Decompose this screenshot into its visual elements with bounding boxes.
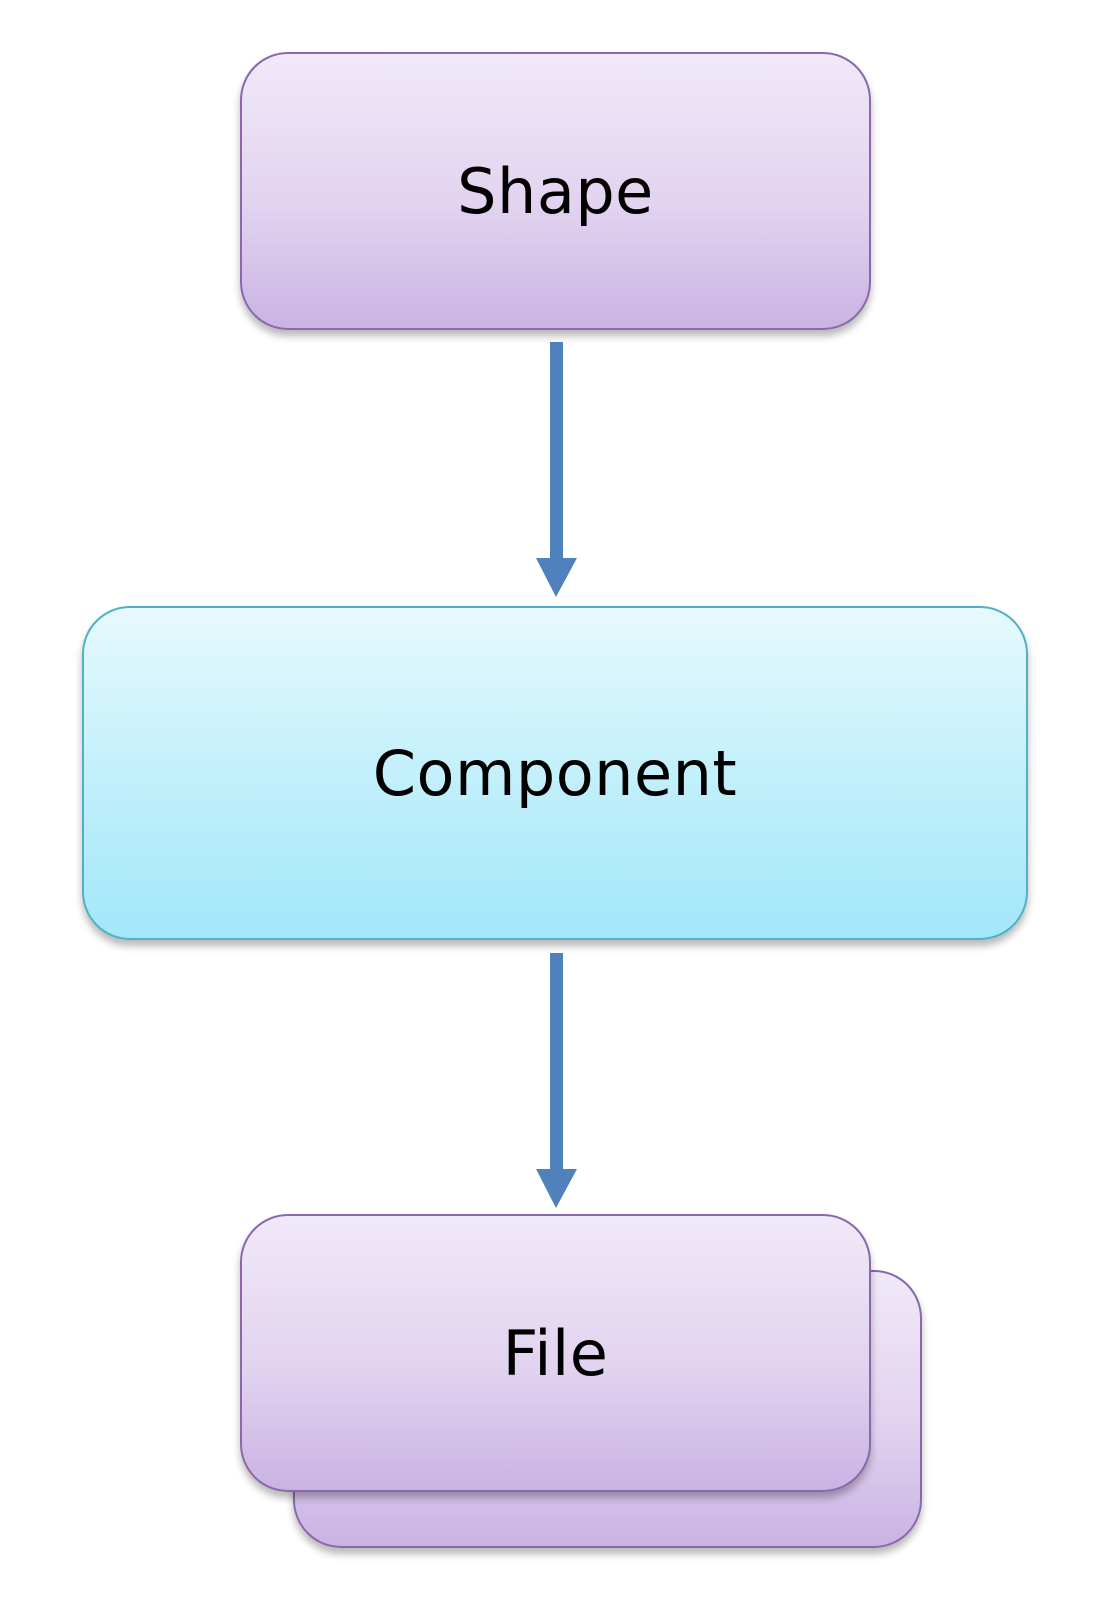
shape-node: Shape xyxy=(240,52,871,330)
shape-label: Shape xyxy=(457,154,654,228)
file-label: File xyxy=(502,1316,609,1390)
arrow-shape-to-component xyxy=(536,342,577,597)
component-label: Component xyxy=(372,736,738,810)
file-node: File xyxy=(240,1214,871,1492)
arrow-component-to-file xyxy=(536,953,577,1208)
component-node: Component xyxy=(82,606,1028,940)
